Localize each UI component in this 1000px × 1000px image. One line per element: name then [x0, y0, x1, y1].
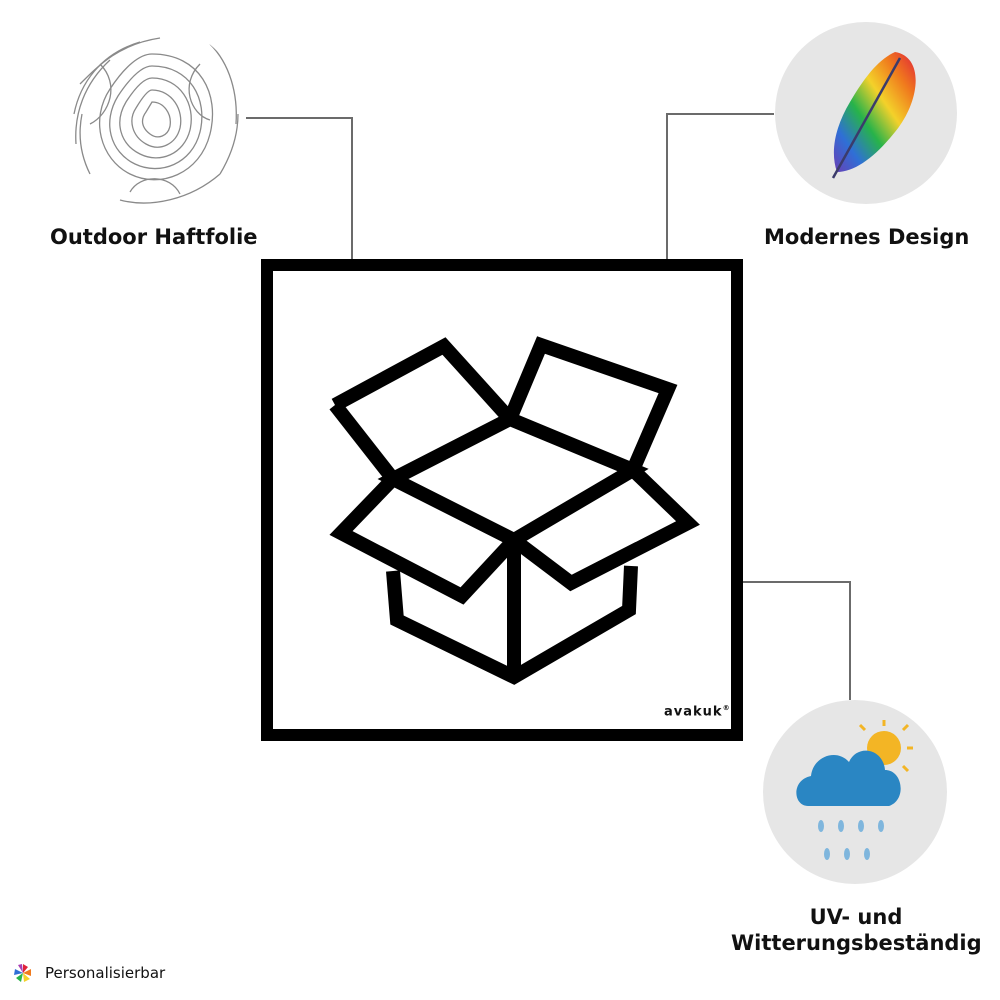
- weather-feature-label-line1: UV- und: [809, 905, 903, 929]
- connector-outdoor: [246, 117, 353, 283]
- outdoor-feature-label: Outdoor Haftfolie: [50, 225, 258, 249]
- outdoor-feature-image: [60, 24, 244, 208]
- open-box-icon: [329, 336, 700, 685]
- brand-registered-mark: ®: [722, 704, 731, 712]
- sun: [858, 720, 913, 773]
- connector-weather: [699, 581, 851, 700]
- design-feature-image: [775, 22, 957, 204]
- personalisierbar-label: Personalisierbar: [45, 964, 166, 982]
- rainbow-feather-icon: [831, 52, 916, 179]
- weather-feature-image: [763, 700, 947, 884]
- color-pinwheel-icon: [14, 964, 31, 982]
- weather-feature-label-line2: Witterungsbeständig: [731, 931, 982, 956]
- sign-frame: avakuk®: [261, 259, 743, 741]
- weather-feature-label: UV- und Witterungsbeständig: [731, 904, 982, 957]
- brand-logo: avakuk®: [664, 704, 731, 719]
- design-feature-label: Modernes Design: [764, 225, 970, 249]
- fingerprint-pattern-icon: [73, 37, 239, 204]
- brand-name: avakuk: [664, 704, 723, 720]
- rain-cloud-sun-icon: [796, 720, 913, 860]
